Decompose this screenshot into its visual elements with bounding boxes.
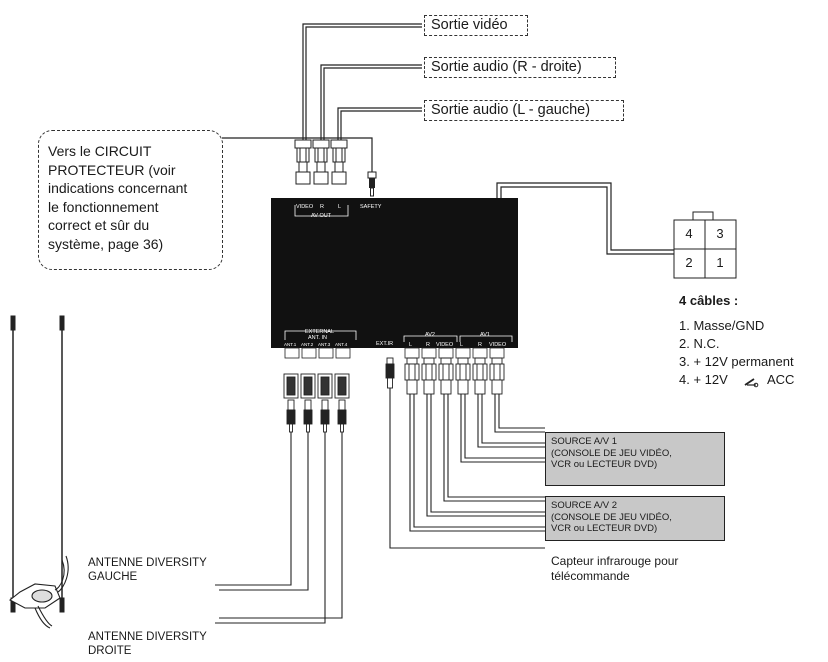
- cable-item: 4. + 12V: [679, 372, 728, 387]
- antenna-right: [59, 315, 65, 613]
- protector-note-box: [38, 130, 223, 270]
- av-out-label: AV OUT: [311, 213, 332, 219]
- power-cable: [496, 182, 674, 251]
- av2-label: AV2: [425, 332, 435, 338]
- av-port-label: R: [426, 342, 430, 348]
- av-port-label: L: [409, 342, 413, 348]
- av-port-label: L: [460, 342, 464, 348]
- power-connector: [673, 211, 737, 279]
- antenna-left-label: ANTENNE DIVERSITY GAUCHE: [88, 556, 207, 584]
- antenna-right-label: ANTENNE DIVERSITY DROITE: [88, 630, 207, 658]
- av1-label: AV1: [480, 332, 490, 338]
- pin-4: 4: [685, 226, 693, 241]
- protector-note-line: le fonctionnement: [48, 198, 159, 215]
- pin-2: 2: [685, 255, 693, 270]
- protector-note: Vers le CIRCUIT PROTECTEUR (voir indicat…: [48, 142, 187, 253]
- antenna-left: [10, 315, 16, 613]
- audio-r-out-cable: [320, 64, 422, 140]
- protector-note-line: Vers le CIRCUIT: [48, 143, 152, 159]
- external-ant-label: EXTERNAL: [305, 329, 335, 335]
- source-title: SOURCE A/V 2: [551, 500, 617, 511]
- cable-item: 1. Masse/GND: [679, 318, 765, 333]
- antenna-cable-1: [215, 432, 292, 586]
- antenna-cable-3: [215, 432, 326, 624]
- video-out-box: [424, 15, 528, 36]
- cables-title: 4 câbles :: [679, 293, 739, 308]
- audio-l-out-label: Sortie audio (L - gauche): [431, 102, 591, 118]
- cable-item: 2. N.C.: [679, 336, 720, 351]
- audio-r-out-label: Sortie audio (R - droite): [431, 59, 582, 75]
- ant4-label: ANT.4: [335, 342, 348, 347]
- audio-r-out-box: [424, 57, 616, 78]
- source-av1-box: SOURCE A/V 1 (CONSOLE DE JEU VIDÉO, VCR …: [545, 432, 725, 486]
- ext-ir-jack: [385, 357, 395, 389]
- av-out-plugs: [294, 139, 348, 185]
- source-line: VCR ou LECTEUR DVD): [551, 459, 658, 470]
- av-port-label: R: [478, 342, 482, 348]
- antenna-label-line: DROITE: [88, 645, 132, 657]
- safety-cable: [222, 137, 373, 172]
- source-line: (CONSOLE DE JEU VIDÉO,: [551, 511, 672, 523]
- antenna-label-line: ANTENNE DIVERSITY: [88, 557, 207, 569]
- port-label-l: L: [338, 204, 342, 210]
- ir-sensor-line: Capteur infrarouge pour: [551, 554, 679, 568]
- audio-l-out-box: [424, 100, 624, 121]
- av-port-label: VIDEO: [436, 342, 454, 348]
- audio-l-out-cable: [337, 107, 422, 140]
- safety-jack: [367, 171, 377, 197]
- ext-ir-label: EXT.IR: [376, 341, 394, 347]
- source-line: VCR ou LECTEUR DVD): [551, 523, 658, 534]
- acc-label: ACC: [767, 372, 795, 387]
- av-port-label: VIDEO: [489, 342, 507, 348]
- antenna-label-line: GAUCHE: [88, 571, 138, 583]
- ir-sensor-line: télécommande: [551, 569, 630, 583]
- protector-note-line: correct et sûr du: [48, 217, 150, 233]
- source-line: (CONSOLE DE JEU VIDÉO,: [551, 447, 672, 459]
- av-input-plugs: [404, 357, 505, 395]
- ant1-label: ANT.1: [284, 342, 297, 347]
- antenna-mount: [9, 555, 69, 629]
- port-label-r: R: [320, 204, 324, 210]
- safety-label: SAFETY: [360, 204, 382, 210]
- port-label-video: VIDEO: [296, 204, 314, 210]
- source-title: SOURCE A/V 1: [551, 436, 617, 447]
- protector-note-line: indications concernant: [48, 180, 188, 196]
- ant3-label: ANT.3: [318, 342, 331, 347]
- protector-note-line: système, page 36): [48, 235, 164, 252]
- pin-1: 1: [716, 255, 724, 270]
- antenna-plugs: [283, 373, 350, 433]
- protector-note-line: PROTECTEUR (voir: [48, 161, 176, 178]
- ant-in-label: ANT. IN: [308, 335, 327, 341]
- ant2-label: ANT.2: [301, 342, 314, 347]
- source-av2-box: SOURCE A/V 2 (CONSOLE DE JEU VIDÉO, VCR …: [545, 496, 725, 541]
- main-unit-body: [271, 198, 518, 348]
- video-out-cable: [302, 23, 422, 140]
- pin-3: 3: [716, 226, 724, 241]
- cable-item: 3. + 12V permanent: [679, 354, 794, 369]
- video-out-label: Sortie vidéo: [431, 17, 508, 33]
- ir-sensor-cable: [389, 388, 545, 549]
- antenna-label-line: ANTENNE DIVERSITY: [88, 631, 207, 643]
- ir-sensor-label: Capteur infrarouge pour télécommande: [551, 554, 678, 584]
